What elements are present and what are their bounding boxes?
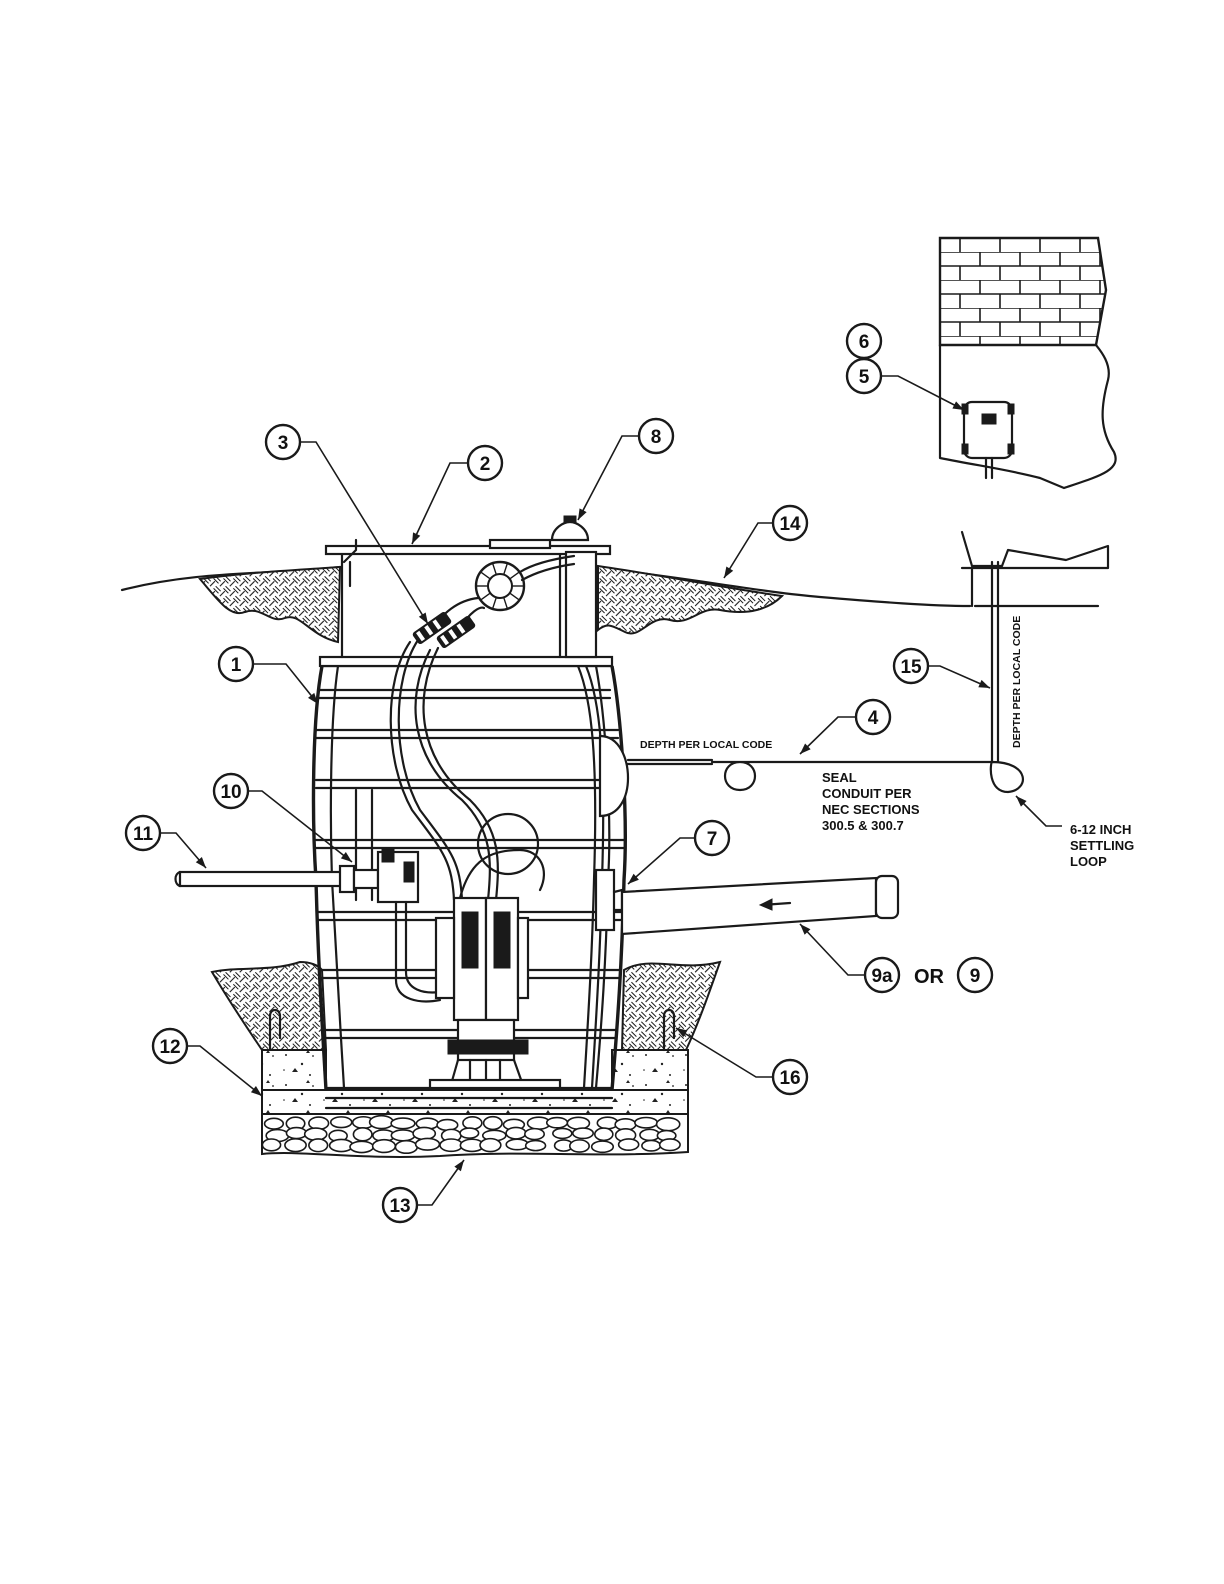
svg-text:7: 7 xyxy=(707,829,718,850)
svg-text:11: 11 xyxy=(133,824,154,845)
callout-13: 13 xyxy=(383,1188,417,1222)
svg-text:9: 9 xyxy=(970,966,981,987)
svg-text:3: 3 xyxy=(278,433,289,454)
grinder-pumps xyxy=(430,814,560,1088)
svg-text:16: 16 xyxy=(779,1068,800,1089)
settling-loop-note: 6-12 INCH SETTLING LOOP xyxy=(1070,822,1134,869)
base-slab xyxy=(262,1090,688,1114)
callout-11: 11 xyxy=(126,816,160,850)
callout-5: 5 xyxy=(847,359,881,393)
svg-text:15: 15 xyxy=(900,657,922,678)
svg-text:9a: 9a xyxy=(871,966,893,987)
or-label: OR xyxy=(914,966,945,988)
callout-9: 9 xyxy=(958,958,992,992)
callout-14: 14 xyxy=(773,506,807,540)
svg-text:SETTLING: SETTLING xyxy=(1070,838,1134,853)
callout-3: 3 xyxy=(266,425,300,459)
callout-12: 12 xyxy=(153,1029,187,1063)
svg-text:10: 10 xyxy=(220,782,241,803)
soil-right-top xyxy=(598,566,782,634)
svg-text:SEAL: SEAL xyxy=(822,770,857,785)
callout-2: 2 xyxy=(468,446,502,480)
svg-text:4: 4 xyxy=(868,708,879,729)
callout-16: 16 xyxy=(773,1060,807,1094)
depth-note-vertical: DEPTH PER LOCAL CODE xyxy=(1011,616,1023,748)
svg-text:13: 13 xyxy=(389,1196,410,1217)
svg-text:6-12 INCH: 6-12 INCH xyxy=(1070,822,1131,837)
callout-10: 10 xyxy=(214,774,248,808)
callout-9a: 9a xyxy=(865,958,899,992)
svg-text:1: 1 xyxy=(231,655,242,676)
svg-text:6: 6 xyxy=(859,332,870,353)
callout-4: 4 xyxy=(856,700,890,734)
callout-7: 7 xyxy=(695,821,729,855)
gravel-bedding xyxy=(262,1114,688,1157)
callout-8: 8 xyxy=(639,419,673,453)
svg-text:LOOP: LOOP xyxy=(1070,854,1107,869)
seal-conduit-note: SEAL CONDUIT PER NEC SECTIONS 300.5 & 30… xyxy=(822,770,920,833)
soil-right-bottom xyxy=(622,962,720,1050)
svg-text:14: 14 xyxy=(779,514,801,535)
callout-15: 15 xyxy=(894,649,928,683)
callout-1: 1 xyxy=(219,647,253,681)
svg-text:NEC SECTIONS: NEC SECTIONS xyxy=(822,802,920,817)
svg-text:300.5 & 300.7: 300.5 & 300.7 xyxy=(822,818,904,833)
riser-and-lid xyxy=(320,540,612,666)
svg-text:2: 2 xyxy=(480,454,491,475)
inlet-pipe xyxy=(596,870,898,934)
junction-box xyxy=(476,562,524,610)
svg-text:8: 8 xyxy=(651,427,662,448)
svg-text:CONDUIT PER: CONDUIT PER xyxy=(822,786,912,801)
vent-cap xyxy=(552,516,588,540)
soil-left-top xyxy=(200,567,340,642)
callout-6: 6 xyxy=(847,324,881,358)
building-slab xyxy=(962,532,1108,606)
svg-text:5: 5 xyxy=(859,367,870,388)
depth-note-horizontal: DEPTH PER LOCAL CODE xyxy=(640,739,772,751)
svg-text:12: 12 xyxy=(159,1037,180,1058)
